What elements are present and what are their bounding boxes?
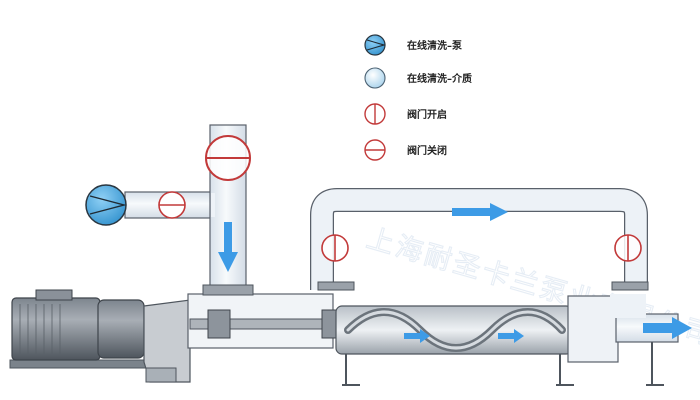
inlet-flange bbox=[202, 284, 254, 296]
gearbox bbox=[97, 299, 145, 359]
cip-pump bbox=[85, 184, 127, 226]
flow-arrow-stator-1 bbox=[404, 329, 430, 343]
outlet-riser bbox=[610, 294, 646, 318]
motor-base bbox=[9, 359, 149, 369]
loop-flange-right bbox=[611, 281, 649, 291]
valve-closed-icon bbox=[364, 139, 386, 161]
legend-label-valve-closed: 阀门关闭 bbox=[407, 144, 447, 157]
rotor-highlight bbox=[346, 310, 564, 350]
support-foot-right bbox=[556, 354, 574, 386]
outlet-foot bbox=[646, 342, 664, 386]
legend-label-pump: 在线清洗–泵 bbox=[407, 39, 463, 52]
legend-item-valve-open: 阀门开启 bbox=[364, 103, 447, 125]
legend-item-valve-closed: 阀门关闭 bbox=[364, 139, 447, 161]
valve-open-icon bbox=[364, 103, 386, 125]
medium-icon bbox=[364, 67, 386, 89]
bypass-loop-pipe bbox=[311, 189, 647, 290]
legend-label-valve-open: 阀门开启 bbox=[407, 108, 447, 121]
loop-flange-left bbox=[317, 281, 355, 291]
motor-fins bbox=[19, 304, 61, 354]
housing-foot bbox=[145, 367, 177, 383]
discharge-housing bbox=[567, 295, 619, 363]
pump-icon bbox=[364, 34, 386, 56]
valve-vertical-closed bbox=[205, 135, 251, 181]
flow-arrow-loop bbox=[452, 203, 508, 221]
support-foot-left bbox=[342, 354, 360, 386]
valve-loop-right-open bbox=[614, 234, 642, 262]
flow-arrows bbox=[218, 203, 692, 343]
shaft-seal bbox=[207, 309, 231, 339]
motor-body bbox=[11, 297, 101, 361]
legend: 在线清洗–泵 在线清洗–介质 阀门开启 阀门关闭 bbox=[364, 34, 472, 161]
legend-item-medium: 在线清洗–介质 bbox=[364, 67, 472, 89]
flow-arrow-outlet bbox=[643, 317, 692, 339]
motor-terminal-box bbox=[35, 289, 73, 301]
pipe-joint bbox=[211, 193, 215, 217]
flow-arrow-down bbox=[218, 222, 238, 272]
flow-arrow-stator-2 bbox=[498, 329, 524, 343]
legend-item-pump: 在线清洗–泵 bbox=[364, 34, 463, 56]
legend-label-medium: 在线清洗–介质 bbox=[407, 72, 472, 85]
valve-inlet-closed bbox=[158, 191, 186, 219]
valve-loop-left-open bbox=[321, 234, 349, 262]
